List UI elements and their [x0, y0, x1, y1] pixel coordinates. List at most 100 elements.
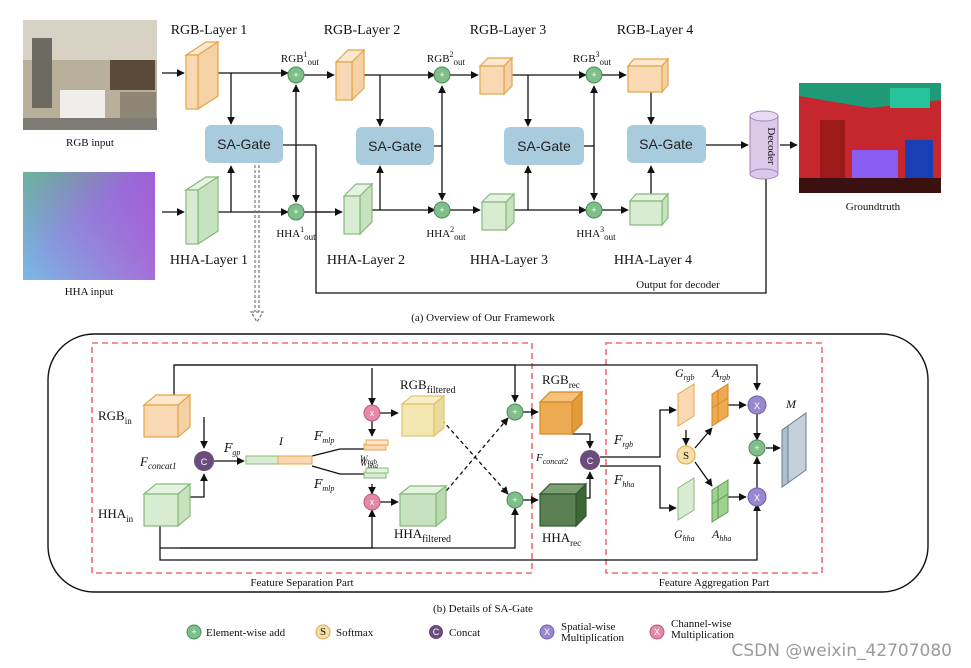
rgb-filtered-label: RGBfiltered [400, 377, 456, 396]
hha-layer-2-cube [342, 182, 374, 236]
svg-text:X: X [754, 493, 760, 503]
svg-text:+: + [512, 495, 517, 505]
decoder-block: Decoder [749, 110, 779, 180]
svg-text:+: + [591, 205, 596, 215]
hha-filtered-label: HHAfiltered [394, 526, 451, 545]
rgb-out-3-label: RGB3out [573, 50, 612, 67]
svg-text:Multiplication: Multiplication [561, 632, 624, 644]
svg-text:Channel-wise: Channel-wise [671, 618, 732, 630]
caption-b: (b) Details of SA-Gate [433, 603, 533, 615]
groundtruth-label: Groundtruth [846, 201, 901, 213]
caption-a: (a) Overview of Our Framework [411, 312, 555, 324]
add-node-hha-1: + [287, 203, 305, 221]
f-mlp-bottom-label: Fmlp [313, 477, 334, 493]
rgb-layer-3-cube [478, 56, 514, 96]
add-node-rgb-3: + [585, 66, 603, 84]
hha-layer-1-label: HHA-Layer 1 [170, 253, 248, 268]
rgb-rec-cube [538, 390, 584, 436]
detail-cross-connectors [441, 417, 509, 497]
hha-filtered-cube [398, 484, 448, 528]
svg-text:Spatial-wise: Spatial-wise [561, 621, 615, 633]
hha-out-2-label: HHA2out [426, 225, 466, 242]
m-output [781, 412, 807, 488]
output-for-decoder-label: Output for decoder [636, 279, 720, 291]
legend-item-spatial-mult: X Spatial-wise Multiplication [539, 621, 624, 644]
groundtruth-image [799, 83, 941, 193]
concat-node-1: C [194, 451, 214, 471]
legend: + Element-wise add S Softmax C Concat X … [186, 618, 734, 644]
hha-input-image [23, 172, 155, 280]
svg-text:Softmax: Softmax [336, 627, 374, 639]
sa-gate-4: SA-Gate [627, 125, 706, 163]
sa-gate-1-label: SA-Gate [217, 136, 271, 152]
svg-text:S: S [683, 450, 689, 462]
hha-in-label: HHAin [98, 506, 134, 524]
hha-rec-label: HHArec [542, 530, 581, 548]
overview-add-nodes: + + + + + + [287, 66, 603, 221]
watermark: CSDN @weixin_42707080 [731, 641, 952, 661]
svg-text:x: x [370, 408, 375, 418]
svg-text:+: + [439, 70, 444, 80]
hha-rec-cube [538, 482, 588, 528]
svg-text:X: X [754, 401, 760, 411]
rgb-out-2-label: RGB2out [427, 50, 466, 67]
spatial-mult-node-rgb: X [747, 395, 767, 415]
rgb-layer-3-label: RGB-Layer 3 [470, 23, 547, 38]
f-rgb-label: Frgb [613, 433, 633, 449]
softmax-node: S [676, 445, 696, 465]
a-rgb-map [711, 383, 729, 427]
hha-layer-3-label: HHA-Layer 3 [470, 253, 548, 268]
svg-text:+: + [439, 205, 444, 215]
svg-text:X: X [544, 627, 550, 637]
rgb-layer-4-cube [626, 57, 670, 94]
hha-layer-4-label: HHA-Layer 4 [614, 253, 692, 268]
add-node-hha-2: + [433, 201, 451, 219]
a-hha-map [711, 479, 729, 523]
rgb-input-image [23, 20, 157, 130]
hha-layer-2-label: HHA-Layer 2 [327, 253, 405, 268]
spatial-mult-node-hha: X [747, 487, 767, 507]
channel-mult-node-rgb: x [363, 404, 381, 422]
sa-gate-2-label: SA-Gate [368, 138, 422, 154]
w-rgb-vector [363, 439, 389, 451]
svg-text:+: + [591, 70, 596, 80]
g-rgb-map [677, 383, 695, 427]
channel-mult-node-hha: x [363, 493, 381, 511]
hha-layer-4-cube [628, 192, 670, 227]
hha-input-label: HHA input [65, 286, 114, 298]
sa-gate-3-label: SA-Gate [517, 138, 571, 154]
add-node-hha-3: + [585, 201, 603, 219]
g-hha-label: Ghha [674, 527, 695, 543]
i-label: I [278, 434, 284, 448]
rgb-in-label: RGBin [98, 408, 132, 426]
a-rgb-label: Argb [711, 366, 730, 382]
rgb-layer-1-cube [183, 40, 221, 111]
svg-text:Multiplication: Multiplication [671, 629, 734, 641]
rgb-layer-2-label: RGB-Layer 2 [324, 23, 401, 38]
f-concat1-label: Fconcat1 [139, 454, 176, 471]
sa-gate-2: SA-Gate [356, 127, 434, 165]
rgb-in-cube [142, 393, 192, 439]
svg-text:+: + [512, 407, 517, 417]
legend-item-add: + Element-wise add [186, 624, 286, 640]
w-rgb-label: Wrgb [360, 454, 377, 466]
rgb-layer-2-cube [334, 48, 366, 102]
hha-out-1-label: HHA1out [276, 225, 316, 242]
rgb-input-label: RGB input [66, 137, 114, 149]
hha-layer-3-cube [480, 192, 516, 232]
svg-text:C: C [201, 457, 208, 467]
detail-expansion-arrow [249, 165, 265, 324]
svg-text:+: + [293, 70, 298, 80]
feature-aggregation-label: Feature Aggregation Part [659, 577, 770, 589]
rgb-out-1-label: RGB1out [281, 50, 320, 67]
svg-text:Element-wise add: Element-wise add [206, 627, 286, 639]
svg-text:X: X [654, 627, 660, 637]
f-gp-label: Fgp [223, 441, 240, 457]
rgb-layer-4-label: RGB-Layer 4 [617, 23, 694, 38]
svg-text:C: C [587, 456, 594, 466]
feature-separation-region [91, 342, 533, 574]
w-hha-vector [363, 467, 389, 479]
f-hha-label: Fhha [613, 473, 634, 489]
legend-item-concat: C Concat [429, 625, 480, 639]
svg-text:S: S [320, 626, 326, 638]
